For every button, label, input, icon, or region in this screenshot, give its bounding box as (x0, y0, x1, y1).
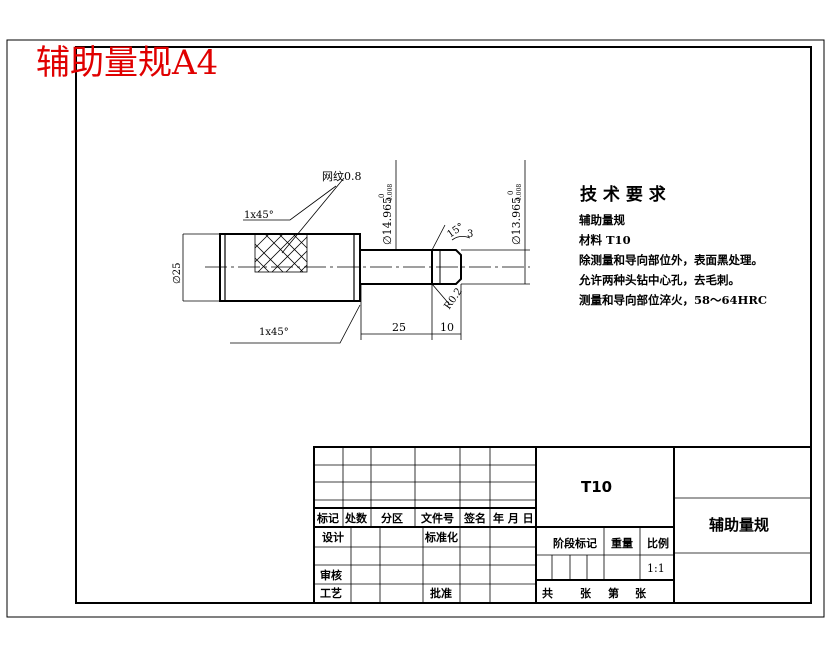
drawing-title: 辅助量规A4 (36, 43, 218, 83)
tb-review: 审核 (320, 568, 342, 582)
tech-line-2: 材料 T10 (579, 233, 631, 247)
tb-sheet-unit-2: 张 (635, 586, 647, 600)
knurl-note: 网纹0.8 (322, 169, 362, 183)
dia-mid-tol-top: 0 (378, 194, 386, 198)
chamfer-top-note: 1x45° (244, 210, 274, 221)
tb-sheet-total: 共 (542, 586, 553, 600)
dimension-lines (182, 160, 530, 344)
tb-scale: 比例 (647, 536, 669, 550)
shaft-part (205, 233, 530, 302)
tb-rev-mark: 标记 (316, 511, 339, 525)
tb-sheet-unit-1: 张 (580, 586, 592, 600)
dia-mid-note: ∅14.965 (381, 197, 394, 245)
tb-rev-date: 年 月 日 (493, 511, 534, 525)
dia-right-note: ∅13.965 (510, 197, 523, 245)
angle-note: 15° (445, 221, 466, 240)
tb-material: T10 (581, 478, 612, 496)
title-block (313, 446, 812, 604)
tb-process: 工艺 (320, 586, 342, 600)
tech-line-1: 辅助量规 (579, 213, 625, 227)
tb-standardize: 标准化 (424, 530, 458, 544)
tech-line-3: 除测量和导向部位外，表面黑处理。 (579, 253, 763, 267)
tb-sheet-no: 第 (608, 586, 619, 600)
dia-mid-tol-bottom: -0.008 (387, 184, 394, 203)
tb-scale-value: 1:1 (647, 562, 665, 575)
tb-part-name: 辅助量规 (709, 516, 769, 534)
tech-heading: 技 术 要 求 (580, 184, 666, 205)
tech-line-4: 允许两种头钻中心孔，去毛刺。 (578, 273, 740, 287)
tb-rev-doc: 文件号 (421, 511, 454, 525)
tb-weight: 重量 (611, 536, 633, 550)
technical-requirements: 技 术 要 求 辅助量规 材料 T10 除测量和导向部位外，表面黑处理。 允许两… (578, 184, 767, 307)
tb-approve: 批准 (430, 586, 452, 600)
knurl-hatch (254, 233, 308, 273)
tb-stage-mark: 阶段标记 (553, 536, 597, 550)
tb-rev-zone: 分区 (381, 511, 403, 525)
dia-right-tol-top: 0 (507, 191, 515, 195)
dia-left-note: ∅25 (172, 263, 183, 284)
tb-rev-sign: 签名 (463, 511, 486, 525)
outer-border (6, 39, 825, 618)
step-note: 3 (467, 229, 473, 240)
length-10-note: 10 (440, 321, 454, 334)
title-block-text: 标记 处数 分区 文件号 签名 年 月 日 设计 标准化 审核 工艺 批准 T1… (316, 478, 769, 600)
tb-rev-count: 处数 (344, 511, 368, 525)
length-25-note: 25 (392, 321, 406, 334)
radius-note: R0.2 (442, 286, 464, 312)
chamfer-bottom-note: 1x45° (259, 327, 289, 338)
tb-design: 设计 (322, 530, 344, 544)
tech-line-5: 测量和导向部位淬火，58～64HRC (579, 293, 767, 307)
dia-right-tol-bottom: -0.008 (516, 184, 523, 203)
